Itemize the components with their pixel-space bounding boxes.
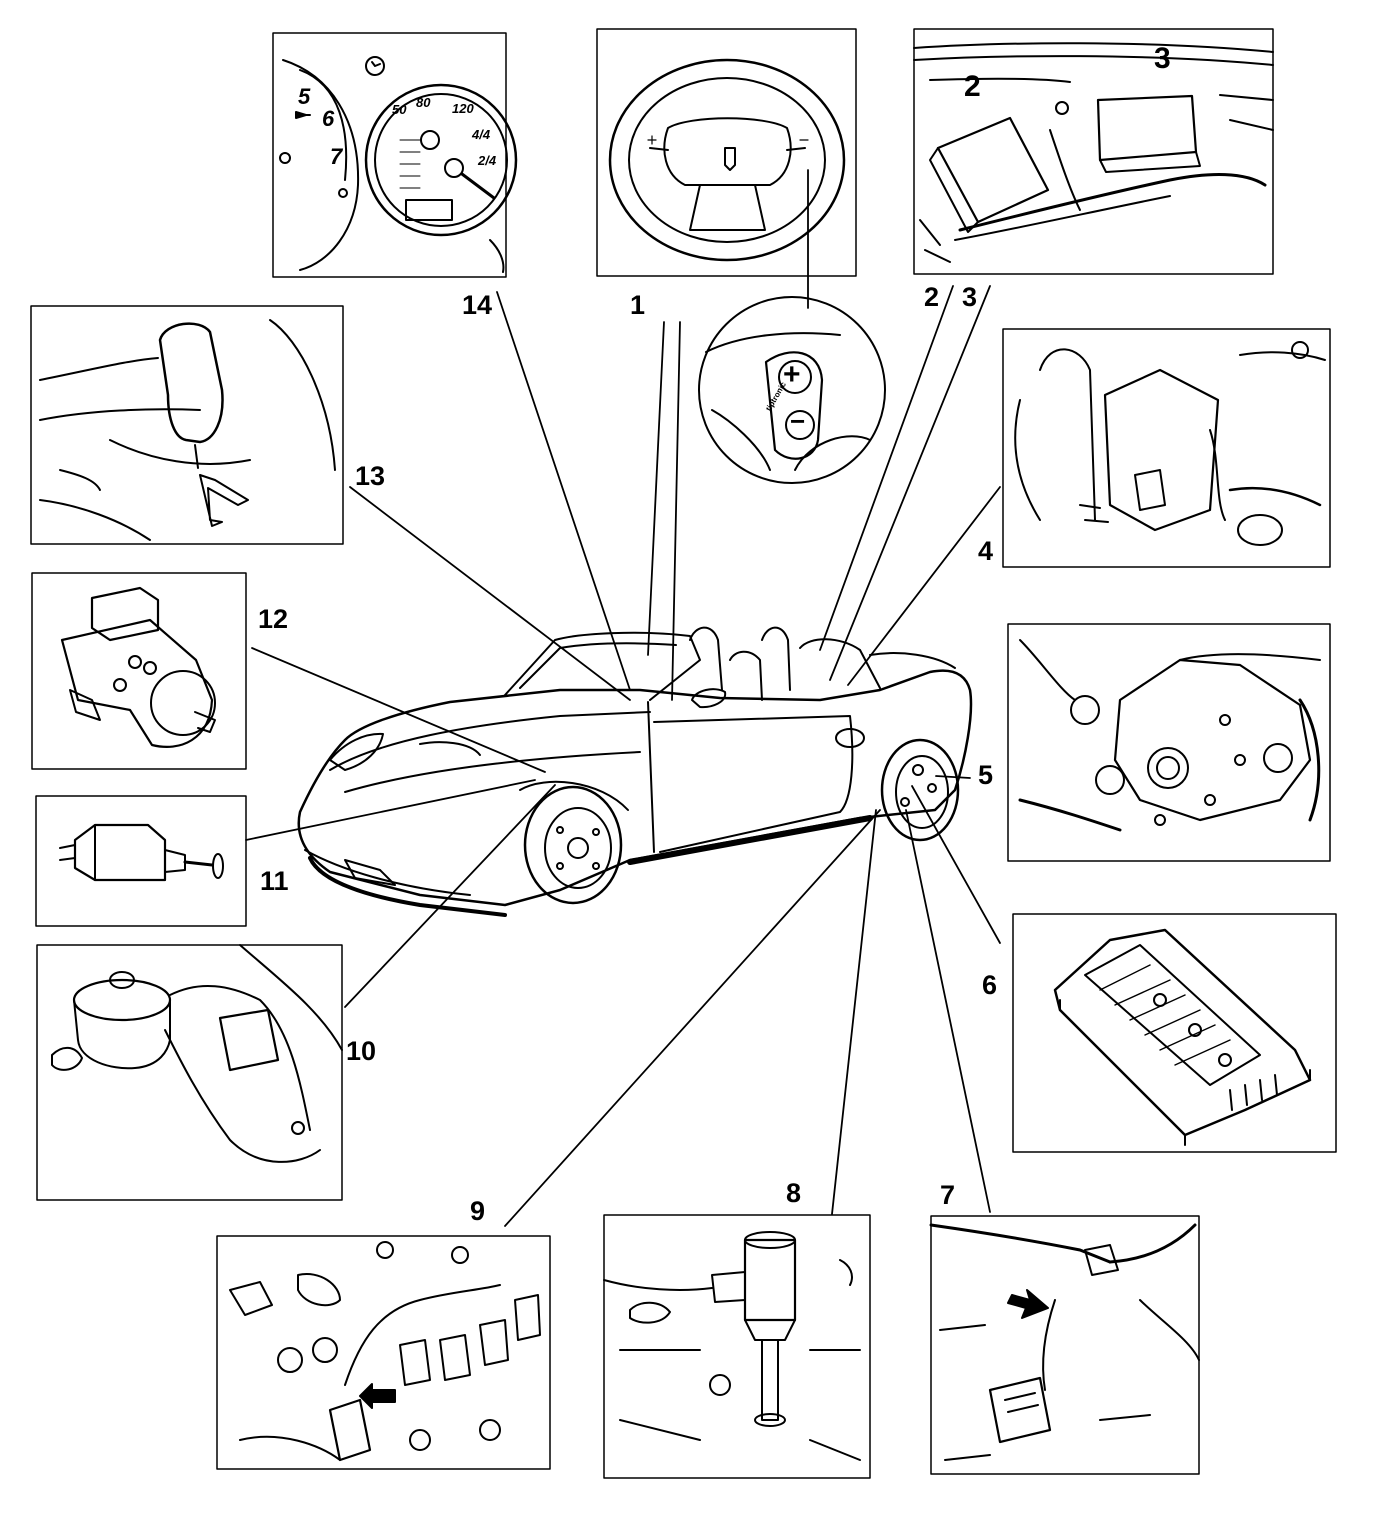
callout-4: 4 bbox=[978, 536, 994, 566]
module-label-2: 2 bbox=[964, 70, 981, 103]
leader-9 bbox=[504, 809, 881, 1227]
callout-14: 14 bbox=[462, 290, 493, 320]
tacho-num-5: 5 bbox=[298, 84, 311, 109]
inset-4-lever-switch bbox=[1002, 328, 1331, 568]
leader-5 bbox=[935, 775, 971, 779]
leader-13 bbox=[349, 486, 631, 701]
switch-minus-icon: − bbox=[790, 406, 806, 436]
callout-5: 5 bbox=[978, 760, 994, 790]
leader-11 bbox=[245, 779, 536, 841]
callout-6: 6 bbox=[982, 970, 998, 1000]
callout-8: 8 bbox=[786, 1178, 802, 1208]
leader-7 bbox=[905, 809, 991, 1213]
leader-6 bbox=[911, 785, 1001, 944]
inset-13-gear-selector bbox=[30, 305, 344, 545]
inset-8-pressure-regulator bbox=[603, 1214, 871, 1479]
tacho-num-6: 6 bbox=[322, 106, 335, 131]
switch-plus-icon: + bbox=[783, 358, 801, 391]
car-illustration bbox=[297, 626, 973, 917]
leader-4 bbox=[847, 486, 1001, 686]
callout-9: 9 bbox=[470, 1196, 486, 1226]
inset-wheel-switch-detail bbox=[698, 296, 886, 484]
inset-5-position-sensor bbox=[1007, 623, 1331, 862]
inset-14-instrument-cluster bbox=[272, 32, 518, 278]
callout-7: 7 bbox=[940, 1180, 956, 1210]
callout-12: 12 bbox=[258, 604, 289, 634]
inset-1-steering-wheel bbox=[596, 28, 857, 277]
leader-3 bbox=[829, 285, 991, 681]
callout-2: 2 bbox=[924, 282, 940, 312]
speedo-num-80: 80 bbox=[416, 95, 431, 110]
leader-8 bbox=[831, 809, 877, 1215]
inset-7-speed-sensor bbox=[929, 1215, 1200, 1475]
leader-12 bbox=[251, 647, 546, 773]
speedo-num-2-4: 2/4 bbox=[478, 153, 497, 168]
inset-6-valve-body bbox=[1012, 913, 1337, 1153]
leader-10 bbox=[344, 784, 556, 1008]
callout-11: 11 bbox=[260, 866, 289, 896]
inset-11-brake-light-switch bbox=[35, 795, 247, 927]
inset-10-actuator bbox=[36, 944, 343, 1201]
leader-14 bbox=[496, 291, 631, 691]
tacho-num-7: 7 bbox=[330, 144, 343, 169]
callout-13: 13 bbox=[355, 461, 386, 491]
inset-12-selector-switch bbox=[31, 572, 247, 770]
speedo-num-50: 50 bbox=[392, 102, 407, 117]
inset-9-solenoid-connectors bbox=[216, 1235, 551, 1470]
module-label-3: 3 bbox=[1154, 42, 1171, 75]
leader-lines bbox=[245, 169, 1001, 1227]
leader-1 bbox=[647, 321, 681, 701]
callout-10: 10 bbox=[346, 1036, 377, 1066]
leader-2 bbox=[819, 285, 954, 651]
speedo-num-4-4: 4/4 bbox=[472, 127, 491, 142]
inset-2-3-control-units bbox=[913, 28, 1274, 275]
callout-3: 3 bbox=[962, 282, 978, 312]
callout-1: 1 bbox=[630, 290, 646, 320]
speedo-num-120: 120 bbox=[452, 101, 474, 116]
